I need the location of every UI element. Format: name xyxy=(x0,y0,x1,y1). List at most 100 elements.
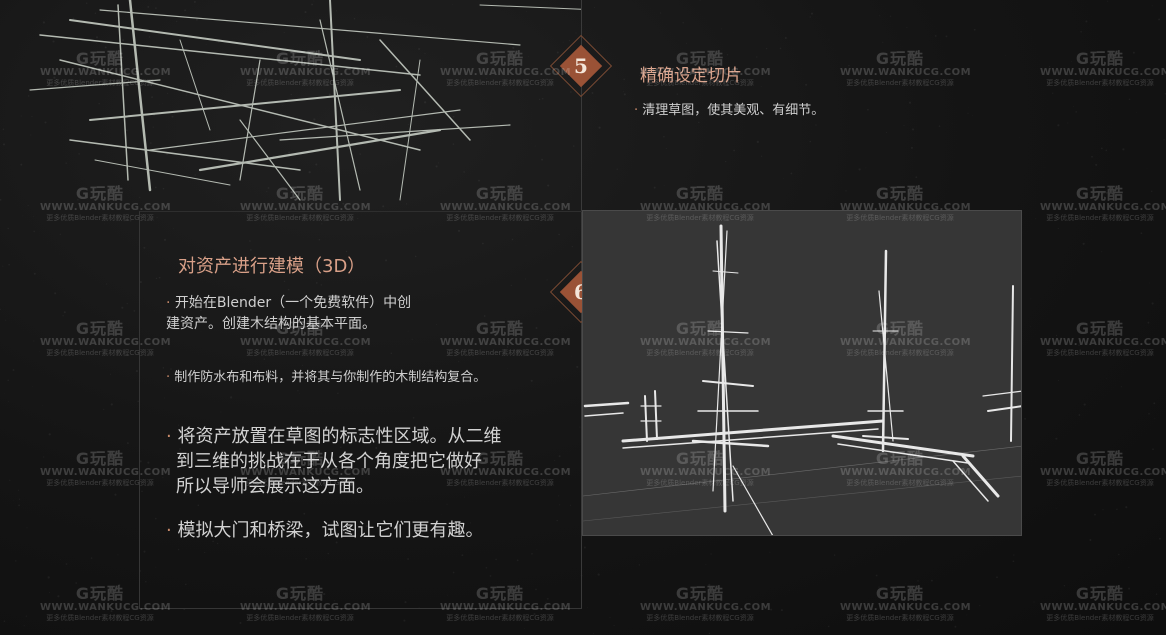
section6-paragraph-1: · 开始在Blender（一个免费软件）中创 建资产。创建木结构的基本平面。 xyxy=(166,293,411,335)
watermark-url: WWW.WANKUCG.COM xyxy=(1040,202,1166,213)
watermark-url: WWW.WANKUCG.COM xyxy=(40,467,172,478)
watermark-logo: G玩酷 xyxy=(475,49,525,68)
watermark-logo: G玩酷 xyxy=(275,319,325,338)
watermark-url: WWW.WANKUCG.COM xyxy=(640,202,772,213)
3d-render-image xyxy=(582,210,1022,536)
watermark-logo: G玩酷 xyxy=(875,449,925,468)
watermark-subtext: 更多优质Blender素材教程CG资源 xyxy=(246,79,354,87)
watermark-subtext: 更多优质Blender素材教程CG资源 xyxy=(1046,79,1154,87)
watermark-subtext: 更多优质Blender素材教程CG资源 xyxy=(446,479,554,487)
watermark-subtext: 更多优质Blender素材教程CG资源 xyxy=(846,479,954,487)
watermark-url: WWW.WANKUCG.COM xyxy=(840,67,972,78)
watermark-logo: G玩酷 xyxy=(675,584,725,603)
watermark-url: WWW.WANKUCG.COM xyxy=(640,67,772,78)
section5-title: 精确设定切片 xyxy=(640,66,742,86)
watermark-logo: G玩酷 xyxy=(875,319,925,338)
watermark-logo: G玩酷 xyxy=(275,584,325,603)
watermark-url: WWW.WANKUCG.COM xyxy=(240,467,372,478)
watermark-url: WWW.WANKUCG.COM xyxy=(640,337,772,348)
watermark-subtext: 更多优质Blender素材教程CG资源 xyxy=(1046,214,1154,222)
bullet-dot: · xyxy=(634,103,639,118)
watermark-subtext: 更多优质Blender素材教程CG资源 xyxy=(446,349,554,357)
watermark-logo: G玩酷 xyxy=(475,584,525,603)
watermark-subtext: 更多优质Blender素材教程CG资源 xyxy=(846,614,954,622)
watermark-url: WWW.WANKUCG.COM xyxy=(440,67,572,78)
watermark-logo: G玩酷 xyxy=(475,319,525,338)
section6-frame xyxy=(139,211,582,609)
watermark-url: WWW.WANKUCG.COM xyxy=(240,67,372,78)
watermark-subtext: 更多优质Blender素材教程CG资源 xyxy=(846,349,954,357)
watermark-logo: G玩酷 xyxy=(275,49,325,68)
watermark-url: WWW.WANKUCG.COM xyxy=(840,337,972,348)
watermark-subtext: 更多优质Blender素材教程CG资源 xyxy=(246,214,354,222)
watermark-subtext: 更多优质Blender素材教程CG资源 xyxy=(646,214,754,222)
watermark-url: WWW.WANKUCG.COM xyxy=(240,202,372,213)
watermark-logo: G玩酷 xyxy=(75,184,125,203)
watermark-logo: G玩酷 xyxy=(275,184,325,203)
section6-title: 对资产进行建模（3D） xyxy=(178,256,366,277)
watermark-url: WWW.WANKUCG.COM xyxy=(1040,337,1166,348)
watermark-logo: G玩酷 xyxy=(675,184,725,203)
watermark-subtext: 更多优质Blender素材教程CG资源 xyxy=(46,479,154,487)
line-text: 模拟大门和桥梁，试图让它们更有趣。 xyxy=(177,520,484,541)
watermark-url: WWW.WANKUCG.COM xyxy=(440,467,572,478)
paragraph-line: · 开始在Blender（一个免费软件）中创 xyxy=(166,293,411,314)
bullet-dot: · xyxy=(166,370,171,385)
watermark-url: WWW.WANKUCG.COM xyxy=(40,602,172,613)
watermark-subtext: 更多优质Blender素材教程CG资源 xyxy=(446,214,554,222)
paragraph-line: 建资产。创建木结构的基本平面。 xyxy=(166,316,376,332)
watermark-logo: G玩酷 xyxy=(875,184,925,203)
watermark-url: WWW.WANKUCG.COM xyxy=(40,202,172,213)
watermark-logo: G玩酷 xyxy=(75,319,125,338)
watermark-url: WWW.WANKUCG.COM xyxy=(1040,467,1166,478)
watermark-subtext: 更多优质Blender素材教程CG资源 xyxy=(246,349,354,357)
watermark-url: WWW.WANKUCG.COM xyxy=(440,602,572,613)
watermark-subtext: 更多优质Blender素材教程CG资源 xyxy=(246,614,354,622)
watermark-logo: G玩酷 xyxy=(1075,584,1125,603)
step-number: 5 xyxy=(574,54,588,78)
watermark-logo: G玩酷 xyxy=(1075,319,1125,338)
watermark-url: WWW.WANKUCG.COM xyxy=(640,602,772,613)
watermark-subtext: 更多优质Blender素材教程CG资源 xyxy=(1046,479,1154,487)
watermark-url: WWW.WANKUCG.COM xyxy=(840,467,972,478)
watermark-logo: G玩酷 xyxy=(1075,449,1125,468)
line-text: 开始在Blender（一个免费软件）中创 xyxy=(174,295,412,311)
watermark-url: WWW.WANKUCG.COM xyxy=(1040,602,1166,613)
watermark-subtext: 更多优质Blender素材教程CG资源 xyxy=(1046,614,1154,622)
watermark-url: WWW.WANKUCG.COM xyxy=(40,67,172,78)
watermark-url: WWW.WANKUCG.COM xyxy=(240,602,372,613)
watermark-subtext: 更多优质Blender素材教程CG资源 xyxy=(46,79,154,87)
watermark-logo: G玩酷 xyxy=(75,49,125,68)
watermark-url: WWW.WANKUCG.COM xyxy=(840,202,972,213)
watermark-subtext: 更多优质Blender素材教程CG资源 xyxy=(46,349,154,357)
watermark-logo: G玩酷 xyxy=(75,449,125,468)
watermark-logo: G玩酷 xyxy=(675,49,725,68)
watermark-subtext: 更多优质Blender素材教程CG资源 xyxy=(846,79,954,87)
section6-paragraph-3: · 将资产放置在草图的标志性区域。从二维 到三维的挑战在于从各个角度把它做好 所… xyxy=(166,424,501,499)
watermark-subtext: 更多优质Blender素材教程CG资源 xyxy=(646,349,754,357)
line-text: 将资产放置在草图的标志性区域。从二维 xyxy=(177,426,502,447)
watermark-url: WWW.WANKUCG.COM xyxy=(1040,67,1166,78)
paragraph-line: 所以导师会展示这方面。 xyxy=(176,476,374,497)
